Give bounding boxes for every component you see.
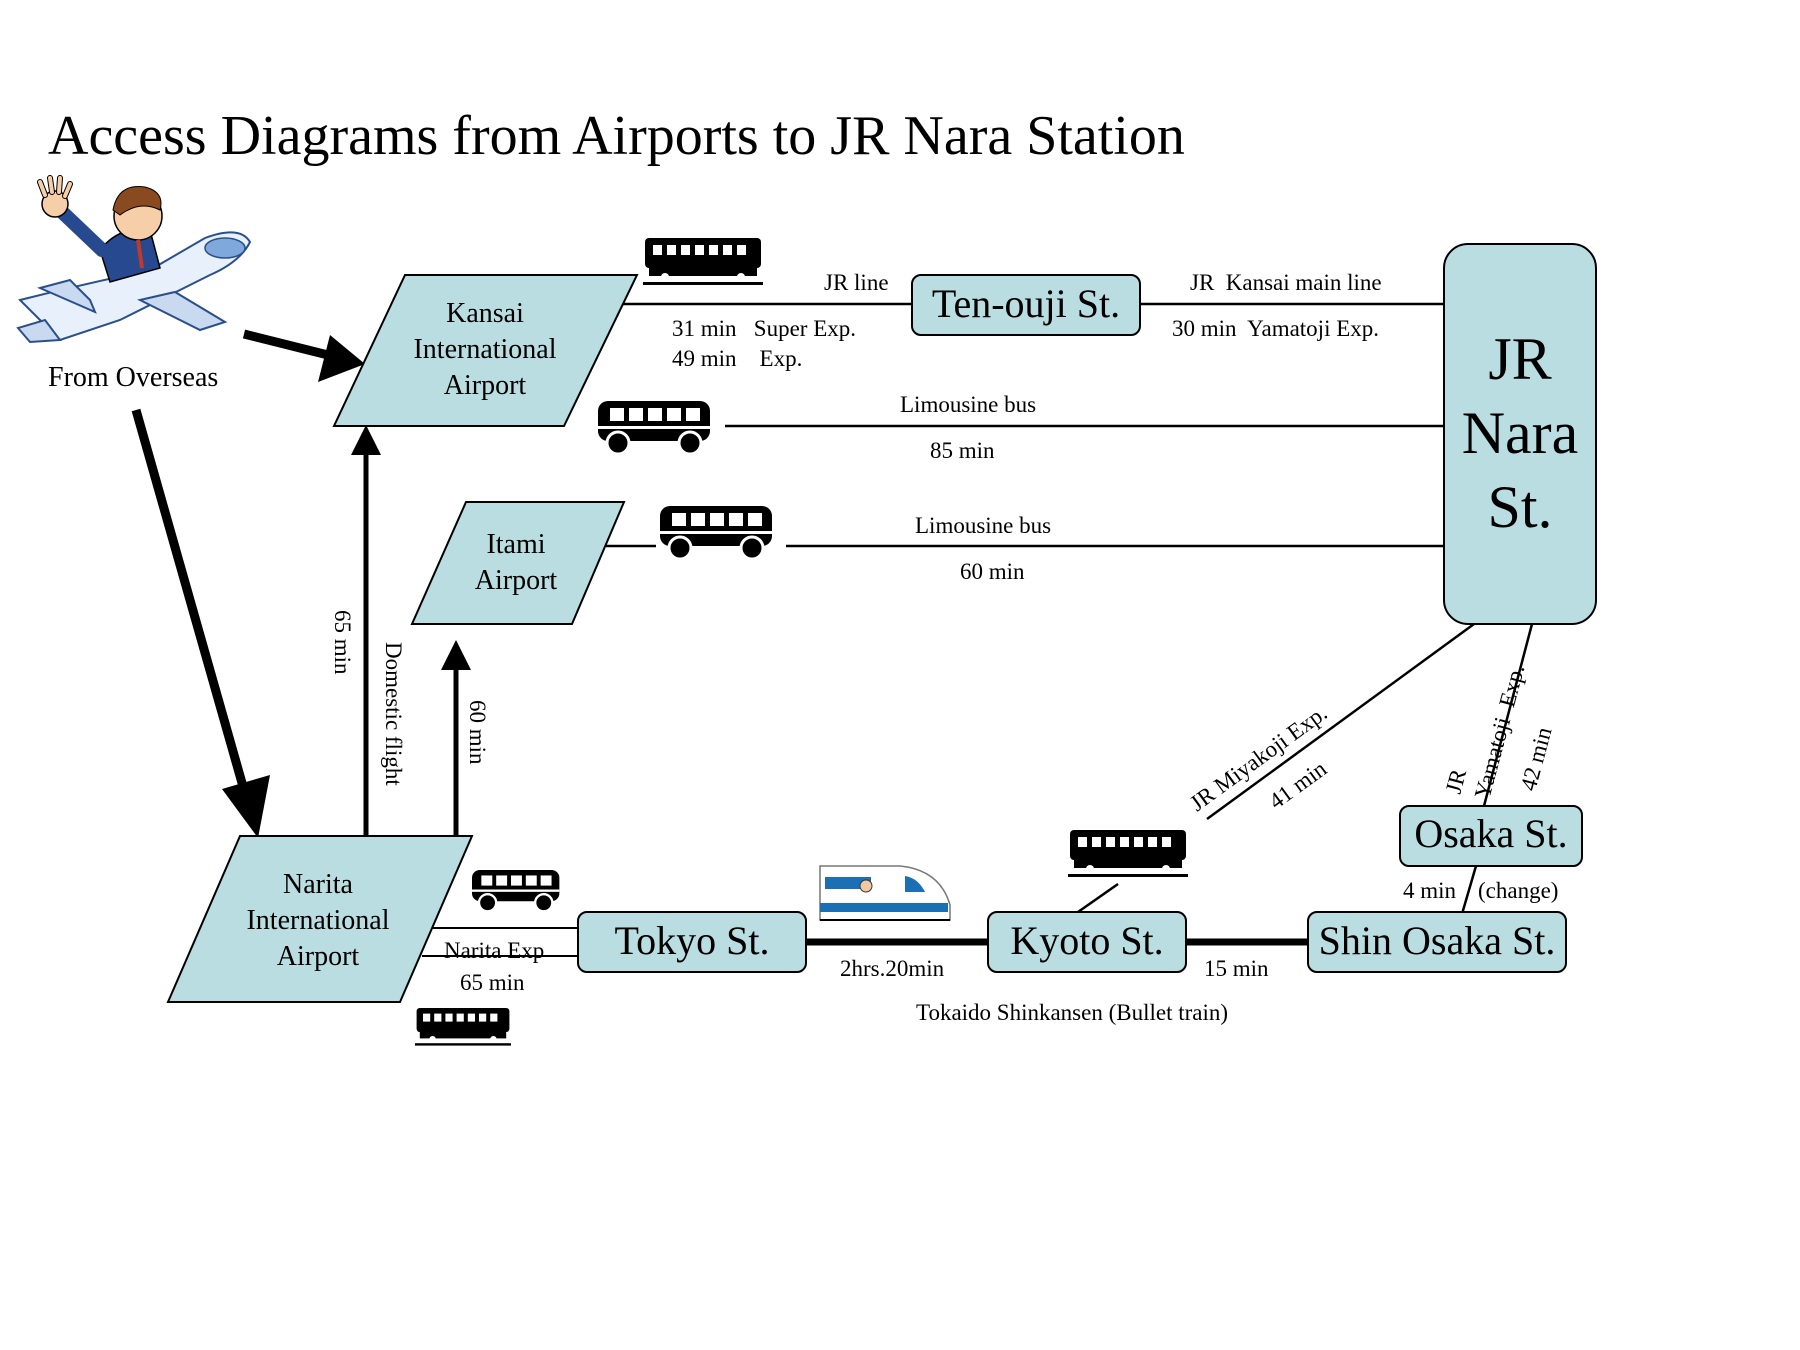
arrow-narita-to-kansai [351,425,381,836]
train-icon [1068,830,1188,877]
narita-line-1: Narita [283,869,354,900]
kansai-tennoji-time-1: 31 min Super Exp. [672,316,856,341]
tennoji-label: Ten-ouji St. [932,281,1120,326]
narita-airport-node: Narita International Airport [166,835,474,1003]
kyoto-station-node: Kyoto St. [987,911,1187,973]
kansai-nara-bus-time: 85 min [930,438,995,463]
arrow-overseas-to-kansai [242,329,365,382]
itami-airport-node: Itami Airport [410,501,626,625]
kansai-tennoji-time-2: 49 min Exp. [672,346,802,371]
osaka-nara-time: 42 min [1516,724,1557,793]
kyoto-label: Kyoto St. [1010,918,1163,963]
nara-station-node: JR Nara St. [1443,243,1597,625]
itami-line-2: Airport [475,565,558,596]
shin-osaka-label: Shin Osaka St. [1319,918,1556,963]
shinosaka-osaka-note: (change) [1478,878,1558,903]
tokyo-kyoto-time: 2hrs.20min [840,956,945,981]
itami-nara-bus-time: 60 min [960,559,1025,584]
route-lines [422,302,1534,957]
narita-line-3: Airport [277,941,360,972]
nara-line-3: St. [1487,474,1552,540]
osaka-nara-line-1: JR [1441,766,1472,797]
arrow-overseas-to-narita [131,408,270,838]
narita-kansai-mode: Domestic flight [381,642,406,786]
narita-itami-time: 60 min [465,700,490,765]
bus-icon [470,868,561,913]
narita-line-2: International [246,905,389,936]
shinosaka-osaka-time: 4 min [1403,878,1457,903]
bus-icon [596,399,712,456]
shin-osaka-station-node: Shin Osaka St. [1307,911,1567,973]
origin-label: From Overseas [48,362,218,393]
kyoto-shinosaka-time: 15 min [1204,956,1269,981]
tokyo-label: Tokyo St. [615,918,770,963]
kansai-airport-node: Kansai International Airport [332,274,639,427]
train-icon [415,1008,511,1046]
tennoji-nara-time: 30 min Yamatoji Exp. [1172,316,1379,341]
nara-line-2: Nara [1462,400,1579,466]
tokyo-station-node: Tokyo St. [577,911,807,973]
narita-tokyo-time: 65 min [460,970,525,995]
itami-line-1: Itami [486,529,545,560]
kansai-nara-bus-line: Limousine bus [900,392,1036,417]
tennoji-nara-line: JR Kansai main line [1190,270,1382,295]
osaka-label: Osaka St. [1414,811,1567,856]
waving-passenger-airplane-icon [16,175,252,344]
arrow-narita-to-itami [441,640,471,836]
nara-line-1: JR [1488,326,1551,392]
train-icon [643,238,763,285]
bus-icon [658,504,774,561]
tennoji-station-node: Ten-ouji St. [911,274,1141,336]
kansai-line-2: International [413,334,556,365]
kyoto-nara-line: JR Miyakoji Exp. [1185,700,1332,816]
shinkansen-line-name: Tokaido Shinkansen (Bullet train) [916,1000,1228,1025]
itami-nara-bus-line: Limousine bus [915,513,1051,538]
narita-tokyo-line: Narita Exp [444,938,544,963]
osaka-station-node: Osaka St. [1399,805,1583,867]
kyoto-nara-time: 41 min [1264,756,1331,814]
kansai-line-3: Airport [444,370,527,401]
kansai-line-1: Kansai [446,298,524,329]
kansai-tennoji-line: JR line [824,270,889,295]
shinkansen-icon [819,865,951,921]
narita-kansai-time: 65 min [330,610,355,675]
page-title: Access Diagrams from Airports to JR Nara… [48,105,1185,167]
